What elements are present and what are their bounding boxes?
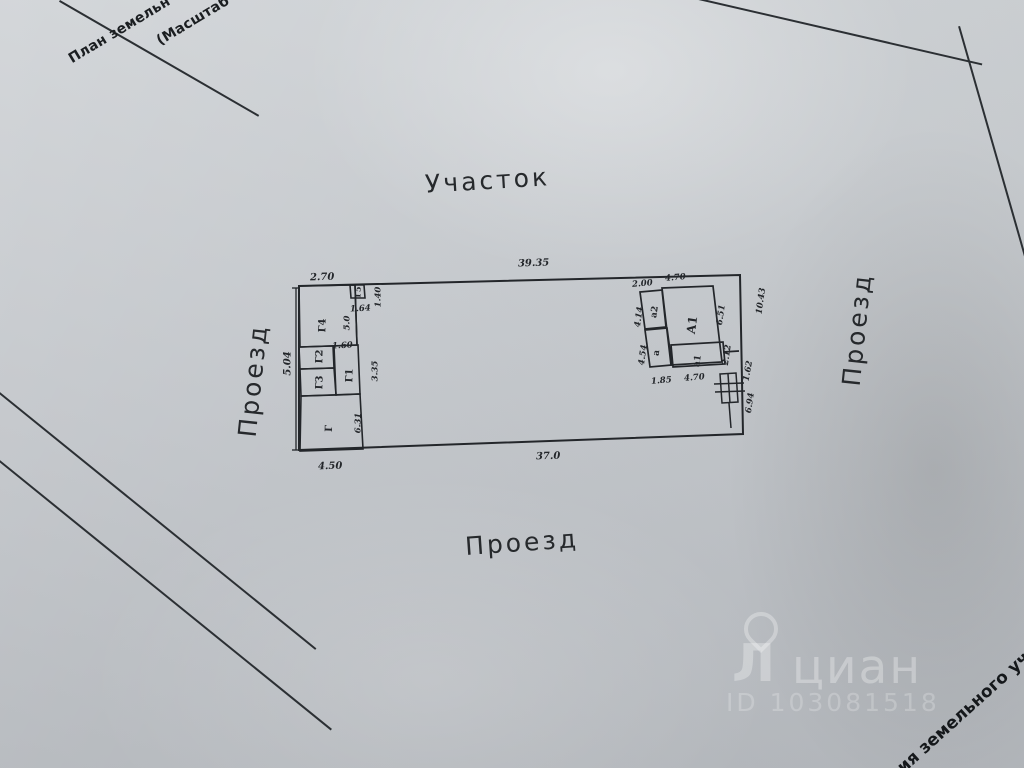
dim-3-35: 3.35	[370, 360, 381, 382]
dim-plot-top-left: 2.70	[309, 271, 335, 284]
dim-4-70-top: 4.70	[664, 272, 687, 284]
building-cell-g: Г	[323, 424, 336, 433]
dim-plot-left: 5.04	[282, 351, 294, 376]
dim-6-31: 6.31	[353, 412, 364, 434]
watermark-logo-letter: Л	[732, 634, 776, 694]
dim-1-85: 1.85	[650, 375, 673, 387]
dim-plot-bottom-left: 4.50	[317, 460, 343, 473]
dim-plot-top: 39.35	[517, 257, 550, 270]
dim-2-00: 2.00	[631, 278, 654, 290]
building-cell-g1: Г1	[344, 368, 356, 383]
building-cell-g3: Г3	[314, 375, 326, 390]
dim-4-70-bottom: 4.70	[683, 372, 706, 384]
building-cell-a1-small: а1	[692, 354, 704, 368]
building-cell-g4: Г4	[317, 318, 329, 333]
building-cell-g2: Г2	[314, 349, 326, 364]
dim-plot-bottom: 37.0	[535, 450, 561, 463]
dim-5-0: 5.0	[342, 315, 353, 331]
building-cell-a2: а2	[649, 305, 661, 319]
building-cell-a1: А1	[683, 315, 701, 335]
dim-1-64: 1.64	[349, 303, 371, 315]
dim-1-60: 1.60	[331, 340, 353, 352]
building-cell-g5: Г5	[352, 286, 363, 298]
dim-1-40: 1.40	[373, 286, 384, 308]
building-cell-a: а	[651, 349, 663, 357]
